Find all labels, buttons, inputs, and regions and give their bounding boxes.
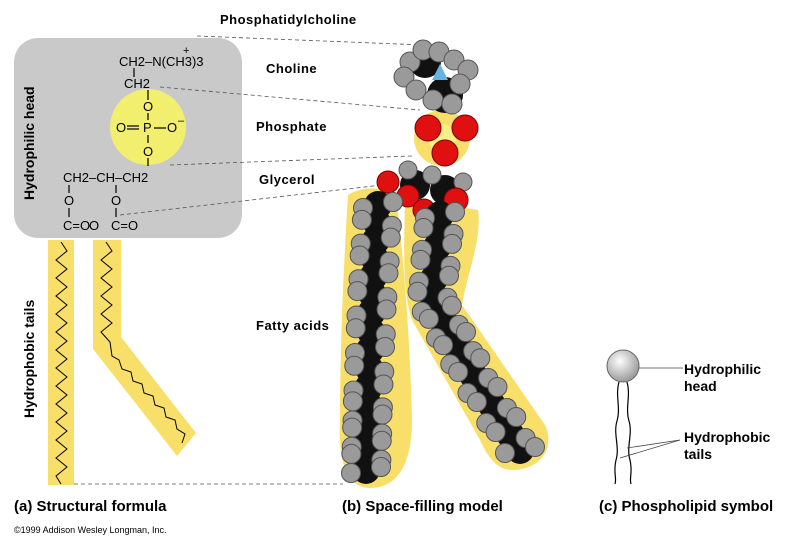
hydrogen-atom (372, 404, 393, 425)
hydrogen-atom (378, 263, 399, 284)
hydrogen-atom (525, 437, 545, 457)
symbol-tail-right (626, 381, 632, 485)
label-choline: Choline (266, 61, 317, 76)
phosphate-highlight (110, 89, 186, 165)
phosphate-o-left: O (116, 120, 126, 135)
ester-o-mid: O (89, 218, 99, 233)
hydrogen-atom (442, 233, 462, 254)
caption-b: (b) Space-filling model (342, 498, 503, 515)
hydrogen-atom (342, 391, 363, 412)
hydrogen-atom (351, 209, 372, 230)
hydrogen-atom (344, 355, 365, 376)
hydrogen-atom (347, 281, 368, 302)
tail-band-right (93, 240, 196, 456)
hydrogen-atom (345, 318, 366, 339)
hydrophobic-tails-label: Hydrophobic tails (21, 300, 37, 418)
symbol-head-label-1: Hydrophilic (684, 361, 761, 377)
label-glycerol: Glycerol (259, 172, 315, 187)
label-phosphate: Phosphate (256, 119, 327, 134)
hydrogen-atom (375, 337, 395, 357)
space-filling-model-panel: Phosphatidylcholine Choline Phosphate Gl… (220, 12, 549, 488)
label-fatty-acids: Fatty acids (256, 318, 329, 333)
choline-atoms (393, 39, 479, 115)
carbonyl-left: C=O (63, 218, 90, 233)
hydrogen-atom (470, 348, 491, 369)
o-charge: – (178, 115, 185, 127)
hydrogen-atom (341, 463, 361, 483)
hydrogen-atom (341, 443, 362, 464)
glycerol-formula: CH2–CH–CH2 (63, 170, 148, 185)
hydrogen-atom (418, 308, 439, 329)
hydrogen-atom (407, 281, 428, 302)
phosphorus: P (143, 120, 152, 135)
hydrophilic-head-label: Hydrophilic head (21, 86, 37, 200)
hydrogen-atom (349, 245, 370, 266)
caption-a: (a) Structural formula (14, 498, 167, 515)
hydrogen-atom (506, 407, 527, 427)
hydrogen-atom (487, 377, 508, 397)
hydrogen-atom (441, 295, 462, 316)
phospholipid-symbol-panel: Hydrophilic head Hydrophobic tails (606, 349, 771, 485)
ch2-choline: CH2 (124, 76, 150, 91)
n-charge: + (183, 45, 189, 57)
hydrogen-atom (445, 202, 465, 222)
structural-formula-panel: CH2–N(CH3)3 + CH2 O O P O – O CH2–CH–CH2… (14, 35, 425, 485)
nitrogen-atom (432, 64, 448, 80)
hydrogen-atom (371, 430, 392, 451)
phosphate-o-right: O (167, 120, 177, 135)
phosphate-o-upper: O (143, 99, 153, 114)
hydrogen-atom (433, 335, 454, 356)
symbol-head-label-2: head (684, 378, 717, 394)
hydrogen-atom (371, 457, 391, 477)
ester-o-right: O (111, 193, 121, 208)
hydrogen-atom (383, 192, 403, 212)
hydrogen-atom (373, 374, 394, 395)
symbol-head (606, 349, 640, 383)
hydrogen-atom (376, 299, 397, 320)
phosphate-atoms (414, 114, 479, 167)
symbol-tail-label-1: Hydrophobic (684, 429, 771, 445)
hydrogen-atom (342, 417, 363, 438)
tail-band-left (48, 240, 74, 485)
caption-c: (c) Phospholipid symbol (599, 498, 773, 515)
hydrogen-atom (466, 392, 487, 412)
fatty-acid-atoms (341, 191, 545, 484)
ester-o-left: O (64, 193, 74, 208)
hydrogen-atom (380, 227, 401, 248)
hydrogen-atom (448, 362, 469, 382)
symbol-tail-left (614, 381, 620, 485)
choline-formula: CH2–N(CH3)3 (119, 54, 204, 69)
tail-chain-left (55, 241, 68, 485)
hydrogen-atom (410, 249, 431, 270)
tail-chain-right (100, 241, 186, 444)
hydrogen-atom (485, 422, 506, 442)
hydrogen-atom (456, 322, 476, 342)
hydrogen-atom (439, 265, 459, 286)
hydrogen-atom (413, 217, 434, 238)
copyright-notice: ©1999 Addison Wesley Longman, Inc. (14, 525, 167, 535)
title-phosphatidylcholine: Phosphatidylcholine (220, 12, 357, 27)
hydrogen-atom (495, 443, 515, 463)
phosphate-o-lower: O (143, 144, 153, 159)
symbol-tail-label-2: tails (684, 446, 712, 462)
carbonyl-right: C=O (111, 218, 138, 233)
